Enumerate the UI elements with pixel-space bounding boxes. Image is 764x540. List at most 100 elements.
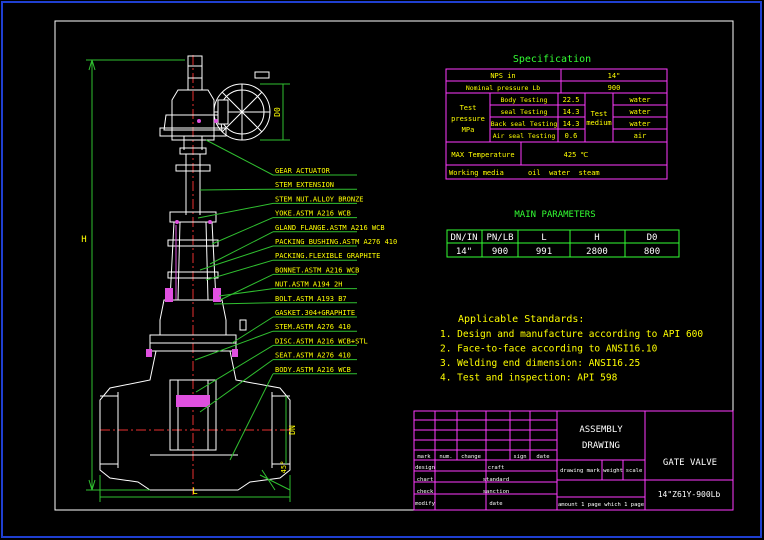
title-block — [413, 410, 734, 511]
spec-test-medium: water — [629, 96, 650, 104]
spec-test-name: seal Testing — [501, 108, 548, 116]
main-params-value: 900 — [492, 247, 508, 257]
part-label: NUT.ASTM A194 2H — [275, 281, 342, 289]
leader-line — [231, 316, 274, 344]
bonnet-shape — [146, 288, 247, 357]
spec-pressure-value: 900 — [608, 84, 621, 92]
dim-d0-label: D0 — [273, 107, 282, 117]
title-role-left: chart — [417, 477, 434, 483]
title-sheet: amount 1 page which 1 page — [558, 502, 644, 508]
spec-test-pressure-2: pressure — [451, 115, 485, 123]
gear-actuator-shape — [159, 55, 271, 155]
title-role-right: date — [489, 501, 502, 507]
title-role-left: modify — [415, 501, 436, 507]
spec-test-medium: water — [629, 108, 650, 116]
standard-item: 3. Welding end dimension: ANSI16.25 — [440, 358, 640, 369]
part-label: STEM.ASTM A276 410 — [275, 323, 351, 331]
part-label: DISC.ASTM A216 WCB+STL — [275, 337, 368, 345]
part-label: GEAR ACTUATOR — [275, 167, 331, 175]
spec-max-temp-label: MAX Temperature — [451, 151, 514, 159]
leader-line — [199, 359, 274, 413]
leader-line — [205, 139, 274, 176]
title-rev-header: num. — [439, 454, 452, 460]
title-drawing-no: 14"Z61Y-900Lb — [658, 490, 721, 499]
title-col-header: weight — [603, 468, 623, 474]
title-role-left: check — [417, 489, 434, 495]
leader-line — [199, 188, 274, 191]
title-rev-header: date — [536, 454, 549, 460]
spec-working-media-label: Working media — [449, 169, 504, 177]
body-shape — [99, 350, 291, 491]
part-label: STEM EXTENSION — [275, 181, 334, 189]
spec-working-media-value: oil water steam — [528, 169, 600, 177]
dim-dn-label: DN — [288, 425, 297, 435]
part-label: BODY.ASTM A216 WCB — [275, 366, 351, 374]
part-labels: GEAR ACTUATOR STEM EXTENSION STEM NUT.ALLO… — [275, 167, 397, 374]
spec-test-name: Air seal Testing — [493, 132, 556, 140]
spec-nps-value: 14" — [608, 72, 621, 80]
leader-line — [229, 373, 274, 461]
spec-test-name: Body Testing — [501, 96, 548, 104]
leader-line — [213, 302, 274, 305]
part-label: STEM NUT.ALLOY BRONZE — [275, 195, 364, 203]
part-label: SEAT.ASTM A276 410 — [275, 352, 351, 360]
leader-line — [205, 259, 274, 281]
leader-line — [218, 288, 274, 297]
main-params-header: D0 — [647, 233, 658, 243]
title-role-right: standard — [483, 477, 510, 483]
spec-test-value: 14.3 — [563, 120, 580, 128]
title-rev-header: sign — [513, 454, 526, 460]
spec-test-pressure-1: Test — [460, 104, 477, 112]
valve-drawing — [86, 55, 291, 502]
leader-line — [197, 202, 274, 219]
dim-h-label: H — [81, 235, 86, 245]
spec-test-medium-2: medium — [586, 119, 611, 127]
spec-pressure-label: Nominal pressure Lb — [466, 84, 540, 92]
main-params-title: MAIN PARAMETERS — [514, 210, 595, 220]
dim-dn — [259, 396, 291, 491]
main-params-table — [446, 229, 680, 258]
main-params-header: H — [594, 233, 599, 243]
spec-title: Specification — [513, 54, 591, 65]
part-label: GASKET.304+GRAPHITE — [275, 309, 355, 317]
spec-test-value: 22.5 — [563, 96, 580, 104]
dim-h — [86, 59, 185, 491]
title-rev-header: change — [461, 454, 481, 460]
standards-title: Applicable Standards: — [458, 314, 584, 325]
part-label: YOKE.ASTM A216 WCB — [275, 210, 351, 218]
standards-items: 1. Design and manufacture according to A… — [440, 329, 703, 384]
title-col-header: scale — [626, 468, 643, 474]
standard-item: 1. Design and manufacture according to A… — [440, 329, 703, 340]
leader-line — [199, 245, 274, 271]
main-params-header: PN/LB — [486, 233, 513, 243]
dim-d0 — [260, 83, 290, 141]
drawing-border — [54, 20, 734, 511]
part-label: BONNET.ASTM A216 WCB — [275, 266, 359, 274]
leader-line — [209, 231, 274, 265]
spec-test-medium-1: Test — [591, 110, 608, 118]
leader-line — [194, 330, 274, 361]
leader-line — [219, 273, 274, 301]
spec-test-medium: water — [629, 120, 650, 128]
title-role-left: design — [415, 465, 435, 471]
stem-extension-shape — [175, 154, 211, 215]
dim-angle-label: 45° — [280, 461, 288, 474]
part-label: PACKING BUSHING.ASTM A276 410 — [275, 238, 397, 246]
spec-test-value: 14.3 — [563, 108, 580, 116]
spec-table — [445, 68, 668, 180]
spec-tests: Body Testing 22.5 water seal Testing 14.3 wat… — [491, 96, 651, 140]
leader-line — [195, 344, 274, 393]
main-params-value: 14" — [456, 247, 472, 257]
dim-l-label: L — [192, 487, 197, 497]
spec-test-medium: air — [634, 132, 647, 140]
spec-test-pressure-3: MPa — [462, 126, 475, 134]
title-product-name: GATE VALVE — [663, 458, 717, 468]
dim-l — [99, 475, 291, 502]
title-col-header: drawing mark — [560, 468, 600, 474]
main-params-header: L — [541, 233, 546, 243]
part-label: PACKING.FLEXIBLE GRAPHITE — [275, 252, 380, 260]
standard-item: 2. Face-to-face according to ANSI16.10 — [440, 344, 658, 355]
